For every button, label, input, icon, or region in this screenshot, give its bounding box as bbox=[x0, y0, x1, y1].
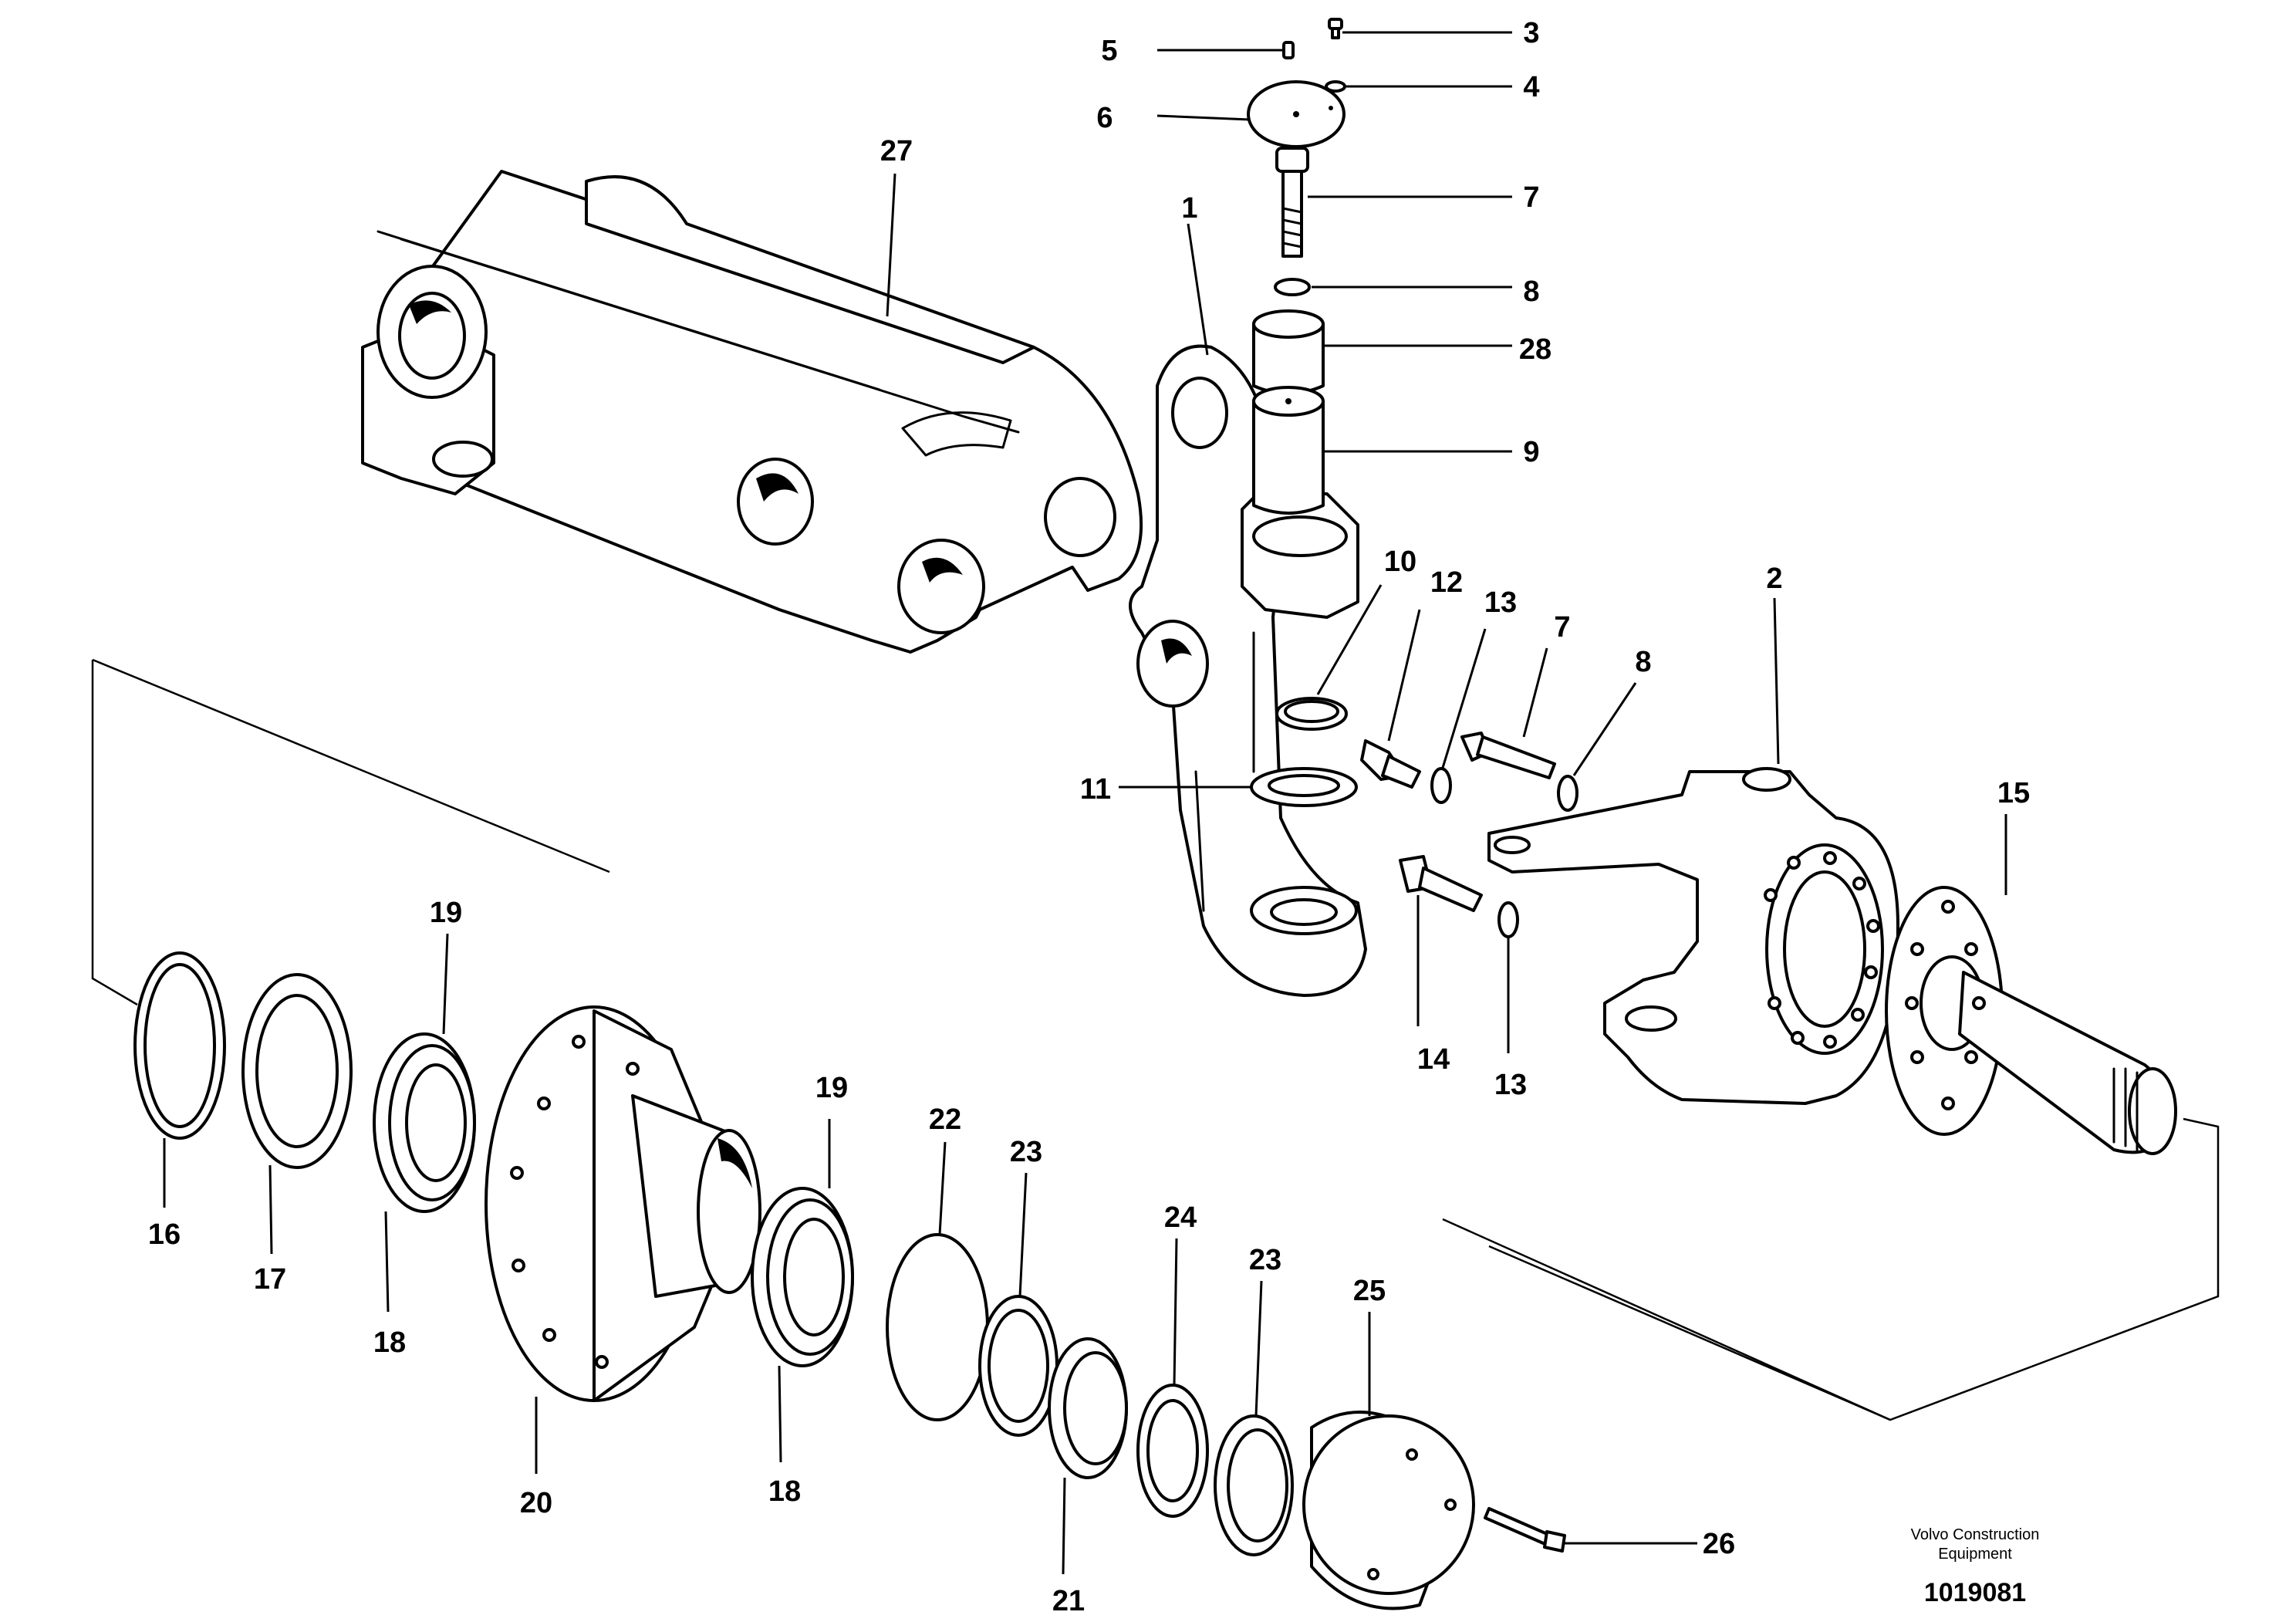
part-6-cover-plate bbox=[1247, 80, 1346, 148]
label-20: 20 bbox=[520, 1487, 552, 1519]
label-19-right: 19 bbox=[815, 1072, 848, 1104]
label-13-upper: 13 bbox=[1484, 586, 1517, 619]
label-17: 17 bbox=[254, 1263, 286, 1296]
part-26-screw bbox=[1484, 1507, 1566, 1553]
spindle-bolt-holes bbox=[1905, 900, 1986, 1110]
label-21: 21 bbox=[1052, 1585, 1085, 1617]
label-23-left: 23 bbox=[1010, 1136, 1042, 1168]
assembly-frame-lines bbox=[91, 658, 2220, 1421]
part-5-grease-nipple bbox=[1282, 41, 1295, 59]
part-11-thrust-washer bbox=[1250, 767, 1358, 807]
part-21-nut bbox=[1048, 1337, 1128, 1479]
part-10-seal-ring bbox=[1275, 697, 1348, 731]
label-11: 11 bbox=[1080, 773, 1111, 806]
label-24: 24 bbox=[1164, 1201, 1197, 1234]
label-10: 10 bbox=[1384, 546, 1416, 578]
part-number-labels: 1 2 3 4 5 6 7 8 9 10 11 12 13 7 8 13 14 … bbox=[148, 17, 2030, 1617]
label-4: 4 bbox=[1523, 71, 1539, 103]
part-18-bearing-inner bbox=[373, 1032, 476, 1213]
hub-bolt-holes bbox=[510, 1035, 640, 1369]
part-13-washer-upper bbox=[1430, 767, 1452, 804]
knuckle-bolt-holes bbox=[1764, 851, 1880, 1049]
part-8-washer-upper bbox=[1274, 278, 1311, 296]
part-9-kingpin bbox=[1252, 386, 1325, 515]
label-1: 1 bbox=[1181, 192, 1197, 225]
leader-lines bbox=[163, 31, 2007, 1575]
label-19-left: 19 bbox=[430, 897, 462, 929]
label-7-lower: 7 bbox=[1554, 611, 1570, 644]
part-17-seal bbox=[241, 973, 353, 1169]
label-8-lower: 8 bbox=[1635, 646, 1651, 678]
drawing-number: 1019081 bbox=[1924, 1578, 2026, 1607]
label-22: 22 bbox=[929, 1103, 961, 1136]
label-6: 6 bbox=[1096, 102, 1113, 134]
caption-company-line2: Equipment bbox=[1938, 1546, 2012, 1563]
part-20-wheel-hub bbox=[485, 1005, 761, 1402]
part-7-bolt-upper bbox=[1275, 147, 1309, 258]
label-7-upper: 7 bbox=[1523, 181, 1539, 214]
part-8-washer-lower bbox=[1557, 775, 1578, 812]
part-14-bolt bbox=[1399, 855, 1483, 912]
label-28: 28 bbox=[1519, 333, 1551, 366]
label-23-right: 23 bbox=[1249, 1244, 1281, 1276]
part-7-bolt-lower bbox=[1460, 732, 1556, 779]
part-27-axle-beam bbox=[361, 170, 1143, 654]
label-9: 9 bbox=[1523, 436, 1539, 468]
part-3-screw bbox=[1328, 18, 1343, 39]
part-12-bolt bbox=[1360, 739, 1421, 789]
part-4-washer bbox=[1325, 80, 1346, 93]
label-5: 5 bbox=[1101, 35, 1117, 67]
part-23-ring-right bbox=[1214, 1414, 1294, 1556]
label-3: 3 bbox=[1523, 17, 1539, 49]
part-2-steering-knuckle bbox=[1487, 767, 1899, 1105]
label-15: 15 bbox=[1997, 777, 2030, 809]
part-13-washer-lower bbox=[1497, 901, 1519, 938]
part-18-bearing-outer bbox=[751, 1187, 854, 1367]
label-8-upper: 8 bbox=[1523, 275, 1539, 308]
label-27: 27 bbox=[880, 135, 913, 167]
part-1-swivel-bracket bbox=[1129, 344, 1367, 997]
label-25: 25 bbox=[1353, 1275, 1386, 1307]
part-16-seal-ring bbox=[133, 951, 226, 1140]
label-13-lower: 13 bbox=[1494, 1069, 1527, 1101]
label-16: 16 bbox=[148, 1218, 181, 1251]
label-12: 12 bbox=[1430, 566, 1463, 599]
label-18-right: 18 bbox=[768, 1475, 801, 1508]
part-23-ring-left bbox=[978, 1295, 1059, 1437]
drawing-caption: Volvo Construction Equipment 1019081 bbox=[1911, 1526, 2040, 1607]
label-18-left: 18 bbox=[373, 1326, 406, 1359]
part-28-bushing bbox=[1252, 309, 1325, 395]
part-24-lock-washer bbox=[1136, 1384, 1209, 1518]
part-15-spindle bbox=[1885, 886, 2177, 1155]
part-22-o-ring bbox=[886, 1233, 989, 1421]
caption-company-line1: Volvo Construction bbox=[1911, 1526, 2040, 1543]
label-26: 26 bbox=[1703, 1528, 1735, 1560]
label-14: 14 bbox=[1417, 1043, 1450, 1076]
part-25-hub-cap bbox=[1302, 1411, 1475, 1610]
label-2: 2 bbox=[1766, 563, 1782, 595]
